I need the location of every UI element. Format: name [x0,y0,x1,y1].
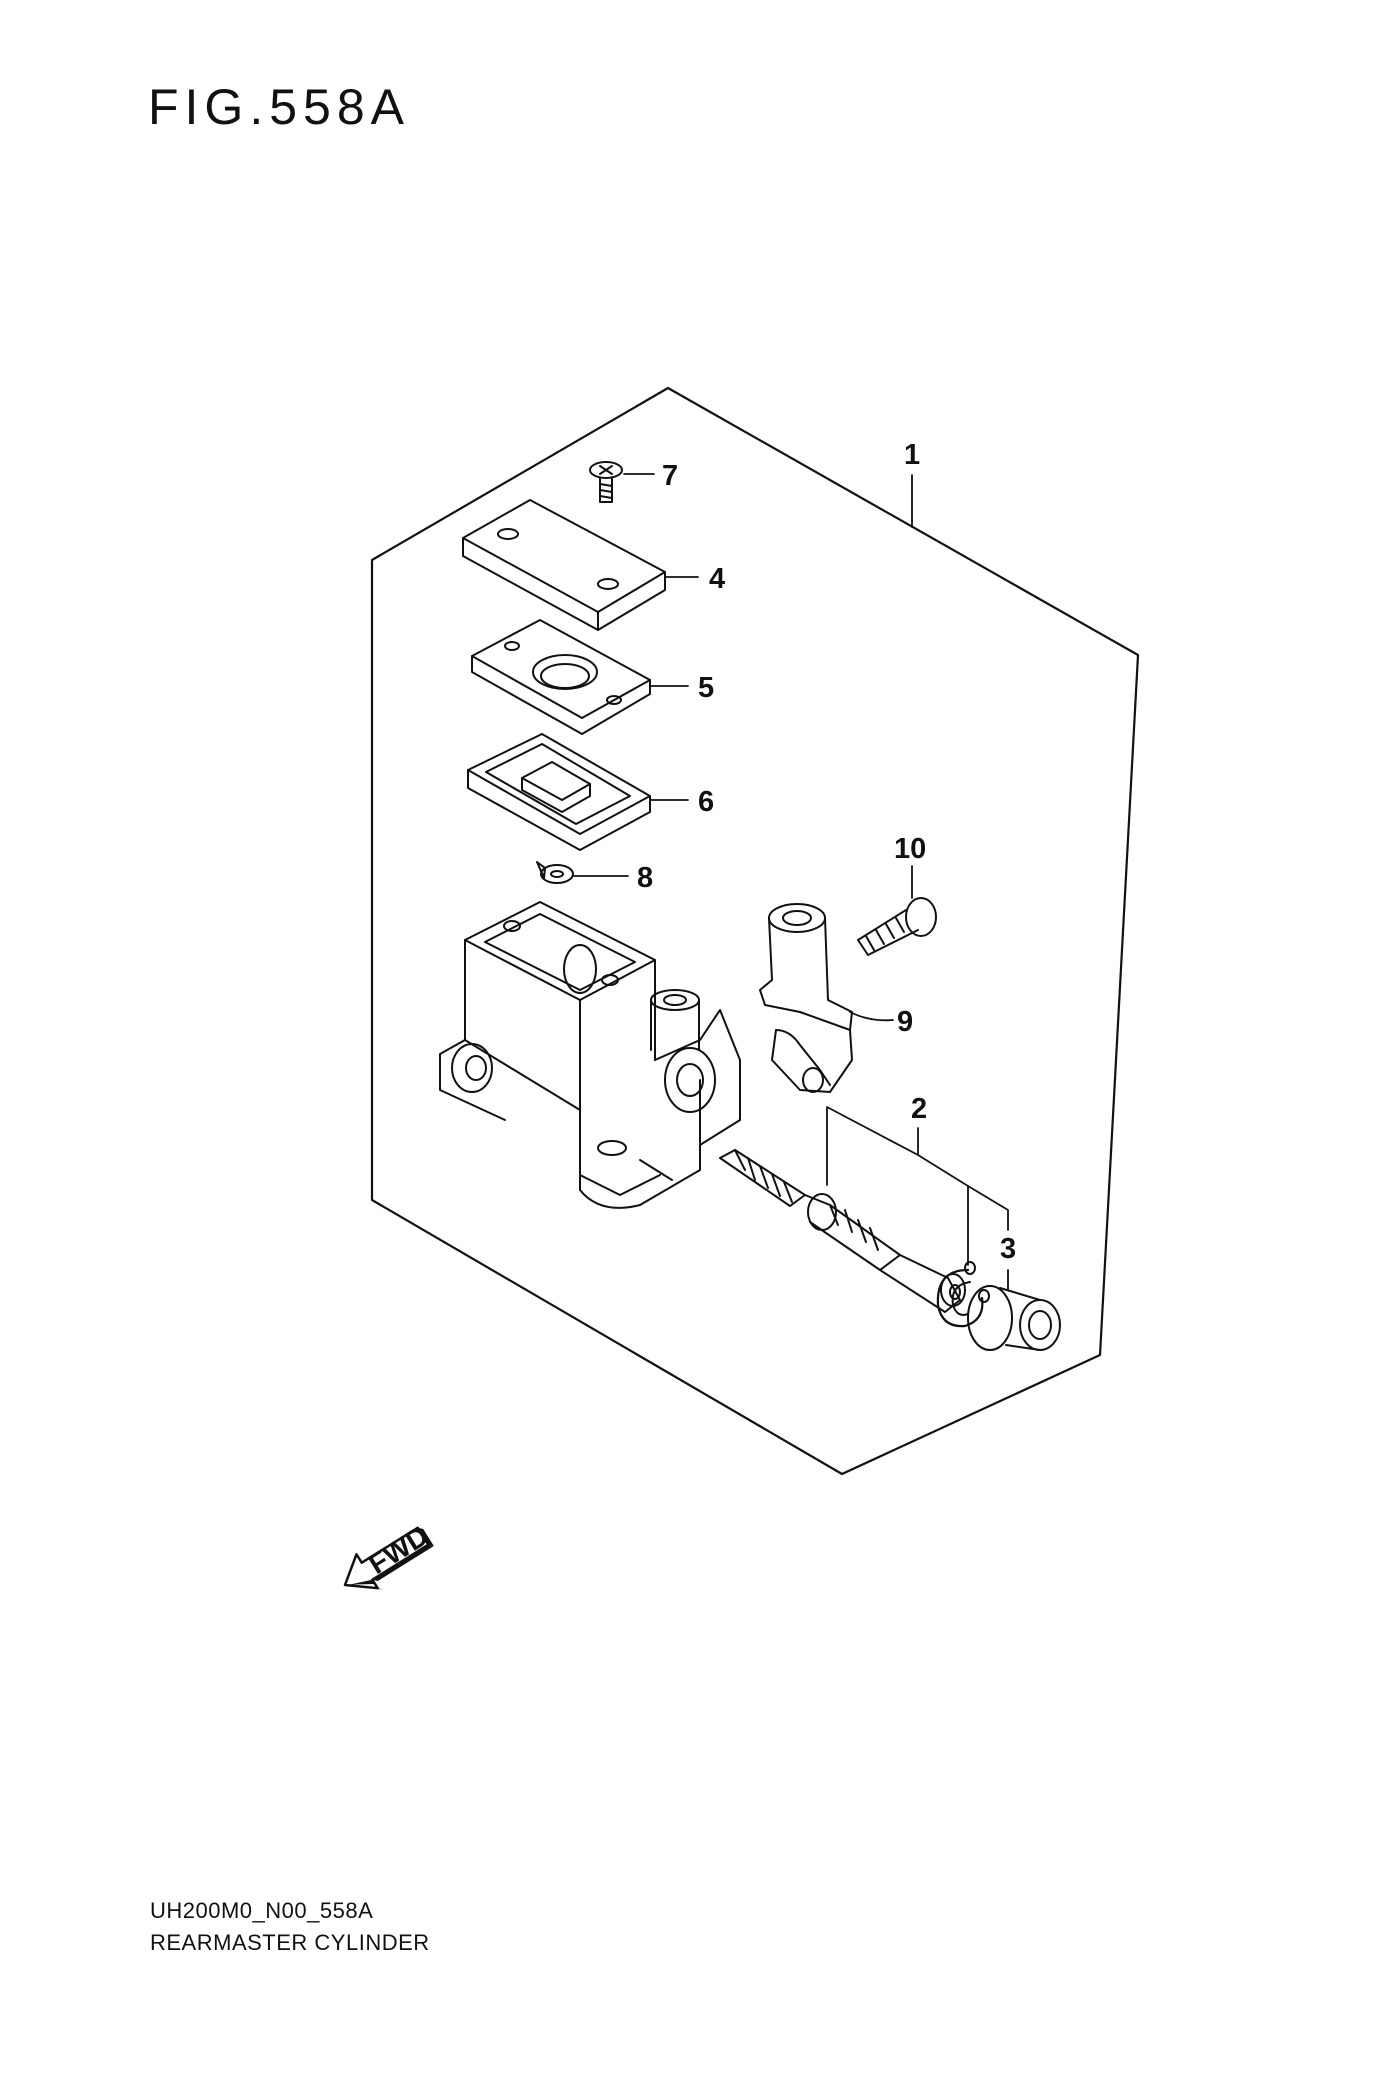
screw-part-7 [589,461,623,503]
diaphragm-part-6 [467,733,651,851]
callout-5: 5 [698,672,714,704]
bolt-part-10 [857,897,937,956]
clip-part-8 [536,861,574,884]
callout-3: 3 [1000,1233,1016,1265]
piston-assembly-part-2 [719,1149,966,1313]
assembly-outline [370,386,1140,1476]
cap-part-4 [462,499,666,631]
figure-name: REARMASTER CYLINDER [150,1930,430,1955]
callout-10: 10 [894,833,926,865]
fwd-arrow-icon: FWD [343,1520,434,1590]
circlip-part-3a [936,1261,990,1328]
boot-part-3 [967,1285,1061,1351]
plate-part-5 [471,619,651,735]
master-cylinder-body [439,901,741,1209]
leader-lines [573,473,1009,1291]
model-code: UH200M0_N00_558A [150,1898,374,1923]
callout-4: 4 [709,563,725,595]
fwd-label: FWD [363,1520,434,1580]
holder-part-9 [759,903,853,1093]
callout-7: 7 [662,460,678,492]
callout-8: 8 [637,862,653,894]
figure-title: FIG.558A [148,79,410,135]
callout-1: 1 [904,439,920,471]
callout-6: 6 [698,786,714,818]
callout-9: 9 [897,1006,913,1038]
callout-2: 2 [911,1093,927,1125]
